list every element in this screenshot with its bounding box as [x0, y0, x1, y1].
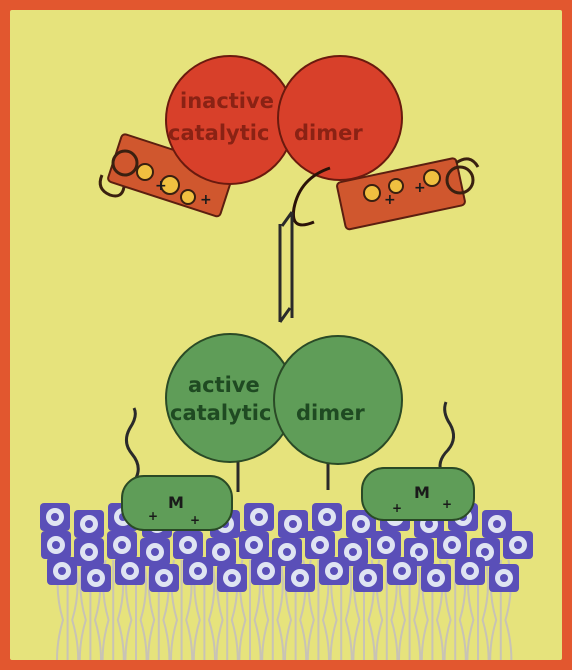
- membrane-headgroup-center: [51, 513, 59, 521]
- membrane-headgroup-center: [151, 548, 159, 556]
- active-label-dimer: dimer: [296, 401, 365, 425]
- svg-text:M: M: [168, 493, 184, 512]
- membrane-headgroup-center: [118, 541, 126, 549]
- membrane-headgroup-center: [92, 574, 100, 582]
- membrane-headgroup-center: [283, 548, 291, 556]
- membrane-headgroup-center: [316, 541, 324, 549]
- membrane-headgroup-center: [255, 513, 263, 521]
- svg-text:+: +: [148, 509, 158, 523]
- membrane-headgroup-center: [514, 541, 522, 549]
- membrane-headgroup-center: [493, 520, 501, 528]
- svg-text:+: +: [414, 180, 426, 196]
- membrane-headgroup-center: [184, 541, 192, 549]
- membrane-headgroup-center: [330, 567, 338, 575]
- membrane-headgroup-center: [58, 567, 66, 575]
- inactive-label-catalytic: catalytic: [168, 121, 269, 145]
- membrane-headgroup-center: [425, 520, 433, 528]
- inactive-dimer: + + + + inactive catalytic dimer: [100, 56, 478, 230]
- active-label-line1: active: [188, 373, 260, 397]
- membrane-headgroup-center: [126, 567, 134, 575]
- membrane-headgroup-center: [250, 541, 258, 549]
- inactive-label-line1: inactive: [180, 89, 274, 113]
- membrane-headgroup-center: [160, 574, 168, 582]
- membrane-headgroup-center: [448, 541, 456, 549]
- membrane-headgroup-center: [364, 574, 372, 582]
- active-catalytic-domain-right: [274, 336, 402, 464]
- membrane-headgroup-center: [194, 567, 202, 575]
- inactive-catalytic-domain-left: [166, 56, 294, 184]
- svg-text:+: +: [442, 497, 452, 511]
- membrane-headgroup-center: [382, 541, 390, 549]
- membrane-headgroup-center: [349, 548, 357, 556]
- membrane-headgroup-center: [466, 567, 474, 575]
- membrane-headgroup-center: [52, 541, 60, 549]
- membrane-headgroup-center: [296, 574, 304, 582]
- membrane-headgroup-center: [500, 574, 508, 582]
- membrane-headgroup-center: [415, 548, 423, 556]
- membrane-headgroup-center: [85, 520, 93, 528]
- membrane-headgroup-center: [289, 520, 297, 528]
- membrane-headgroup-center: [432, 574, 440, 582]
- svg-text:+: +: [200, 192, 212, 208]
- membrane-headgroup-center: [262, 567, 270, 575]
- membrane-headgroup-center: [481, 548, 489, 556]
- active-label-catalytic: catalytic: [170, 401, 271, 425]
- svg-text:+: +: [384, 192, 396, 208]
- membrane-headgroup-center: [217, 548, 225, 556]
- svg-text:+: +: [190, 513, 200, 527]
- membrane-headgroup-center: [357, 520, 365, 528]
- svg-text:+: +: [155, 178, 167, 194]
- svg-text:M: M: [414, 483, 430, 502]
- membrane-headgroup-center: [85, 548, 93, 556]
- active-regulatory-domain-right: M + +: [362, 468, 474, 520]
- svg-text:+: +: [392, 501, 402, 515]
- membrane-headgroup-center: [398, 567, 406, 575]
- inactive-label-dimer: dimer: [294, 121, 363, 145]
- membrane-headgroup-center: [323, 513, 331, 521]
- membrane-headgroup-center: [228, 574, 236, 582]
- reversible-arrows-icon: [280, 212, 292, 322]
- active-regulatory-domain-left: M + +: [122, 476, 232, 530]
- inactive-catalytic-domain-right: [278, 56, 402, 180]
